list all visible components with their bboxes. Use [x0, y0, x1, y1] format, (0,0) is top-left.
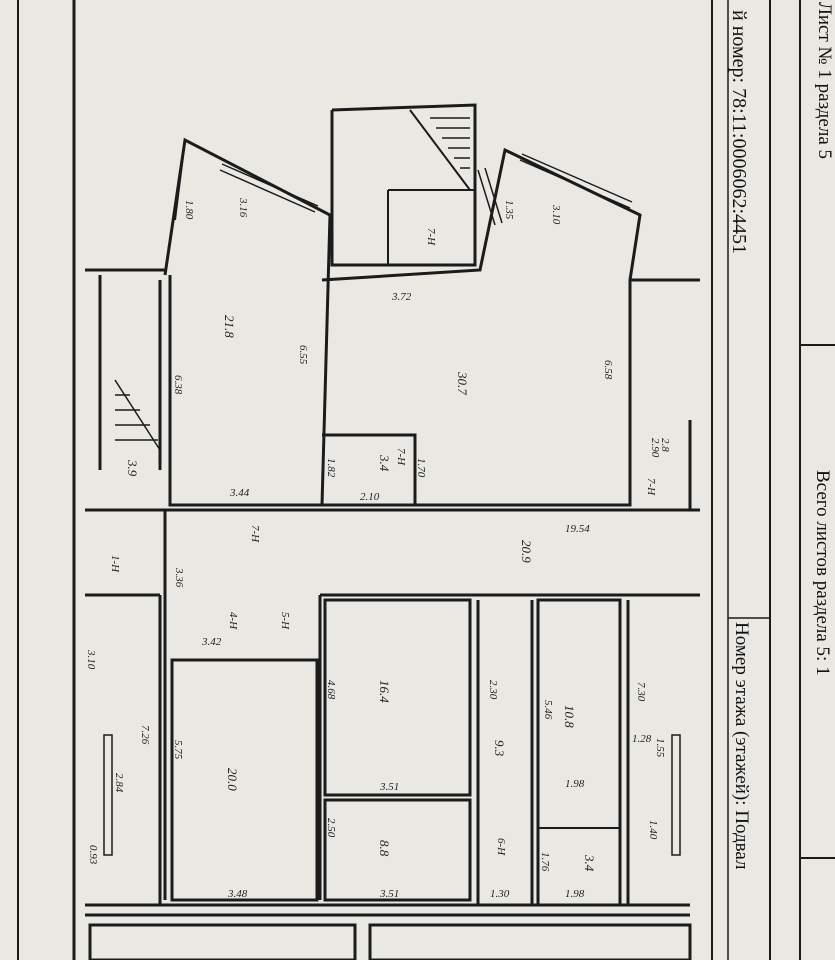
dim-18: 2.84 — [113, 773, 125, 793]
dim-24: 3.51 — [379, 888, 399, 900]
dim-25: 3.48 — [227, 888, 248, 900]
dim-5: 3.10 — [550, 204, 562, 225]
dim-31: 1.40 — [647, 820, 659, 840]
dim-27: 5.46 — [542, 700, 554, 720]
dimension-labels: 1.80 3.16 3.72 1.35 3.10 6.38 6.55 6.58 … — [85, 197, 671, 900]
dim-12: 3.44 — [229, 487, 250, 499]
dim-6: 6.38 — [172, 375, 184, 395]
dim-14: 3.36 — [173, 567, 185, 588]
mark-2: 7-Н — [249, 525, 261, 543]
dim-20: 4.68 — [325, 680, 337, 700]
dim-16: 3.10 — [85, 649, 97, 670]
dim-15: 3.42 — [201, 636, 222, 648]
mark-6: 5-Н — [279, 612, 291, 630]
windows — [103, 153, 681, 856]
sheet-frame — [17, 0, 835, 960]
dim-28: 7.30 — [635, 682, 647, 702]
dim-23: 2.50 — [325, 818, 337, 838]
room-area-8: 20.0 — [225, 768, 240, 791]
dim-2: 3.16 — [237, 197, 249, 218]
total-sheets-label: Всего листов раздела 5: 1 — [812, 470, 833, 676]
mark-1: 7-Н — [425, 228, 437, 246]
dim-1: 1.80 — [183, 200, 195, 220]
dim-8: 6.58 — [602, 360, 614, 380]
room-area-10: 3.4 — [582, 854, 597, 872]
mark-7: 1-Н — [109, 555, 121, 573]
room-area-5: 16.4 — [377, 680, 392, 703]
dim-33: 1.76 — [539, 852, 551, 872]
mark-5: 4-Н — [227, 612, 239, 630]
room-area-4: 20.9 — [519, 540, 534, 563]
sheet-label: Лист № 1 раздела 5 — [814, 2, 835, 160]
room-area-11: 3.9 — [125, 459, 140, 477]
dim-36: 2.90 — [649, 438, 661, 458]
mark-3: 7-Н — [645, 478, 657, 496]
dim-26: 2.30 — [487, 680, 499, 700]
room-area-9: 8.8 — [377, 840, 392, 857]
mark-4: 7-Н — [395, 448, 407, 466]
dim-37: 2.8 — [659, 438, 671, 452]
dim-19: 0.93 — [87, 845, 99, 865]
dim-32: 1.98 — [565, 778, 585, 790]
walls — [85, 103, 700, 960]
dim-22: 3.51 — [379, 781, 399, 793]
mark-8: 6-Н — [495, 838, 507, 856]
room-area-7: 10.8 — [562, 705, 577, 728]
dim-3: 3.72 — [391, 291, 412, 303]
dim-35: 1.30 — [490, 888, 510, 900]
room-area-3: 3.4 — [377, 454, 392, 472]
dim-21: 5.75 — [172, 740, 184, 760]
dim-10: 2.10 — [360, 491, 380, 503]
cadastral-number: й номер: 78:11:0006062:4451 — [728, 10, 750, 255]
dim-34: 1.98 — [565, 888, 585, 900]
room-area-2: 30.7 — [455, 371, 470, 395]
dim-11: 1.70 — [415, 458, 427, 478]
dim-30: 1.55 — [654, 738, 666, 758]
dim-13: 19.54 — [565, 523, 590, 535]
floor-label: Номер этажа (этажей): Подвал — [731, 622, 752, 870]
room-area-6: 9.3 — [492, 740, 507, 757]
room-areas: 21.8 30.7 3.4 20.9 16.4 9.3 10.8 20.0 8.… — [125, 315, 597, 872]
room-area-1: 21.8 — [222, 315, 237, 338]
dim-29: 1.28 — [632, 733, 652, 745]
dim-17: 7.26 — [139, 725, 151, 745]
dim-4: 1.35 — [503, 200, 515, 220]
dim-7: 6.55 — [297, 345, 309, 365]
room-marks: 7-Н 7-Н 7-Н 7-Н 4-Н 5-Н 1-Н 6-Н — [109, 228, 657, 856]
dim-9: 1.82 — [325, 458, 337, 478]
